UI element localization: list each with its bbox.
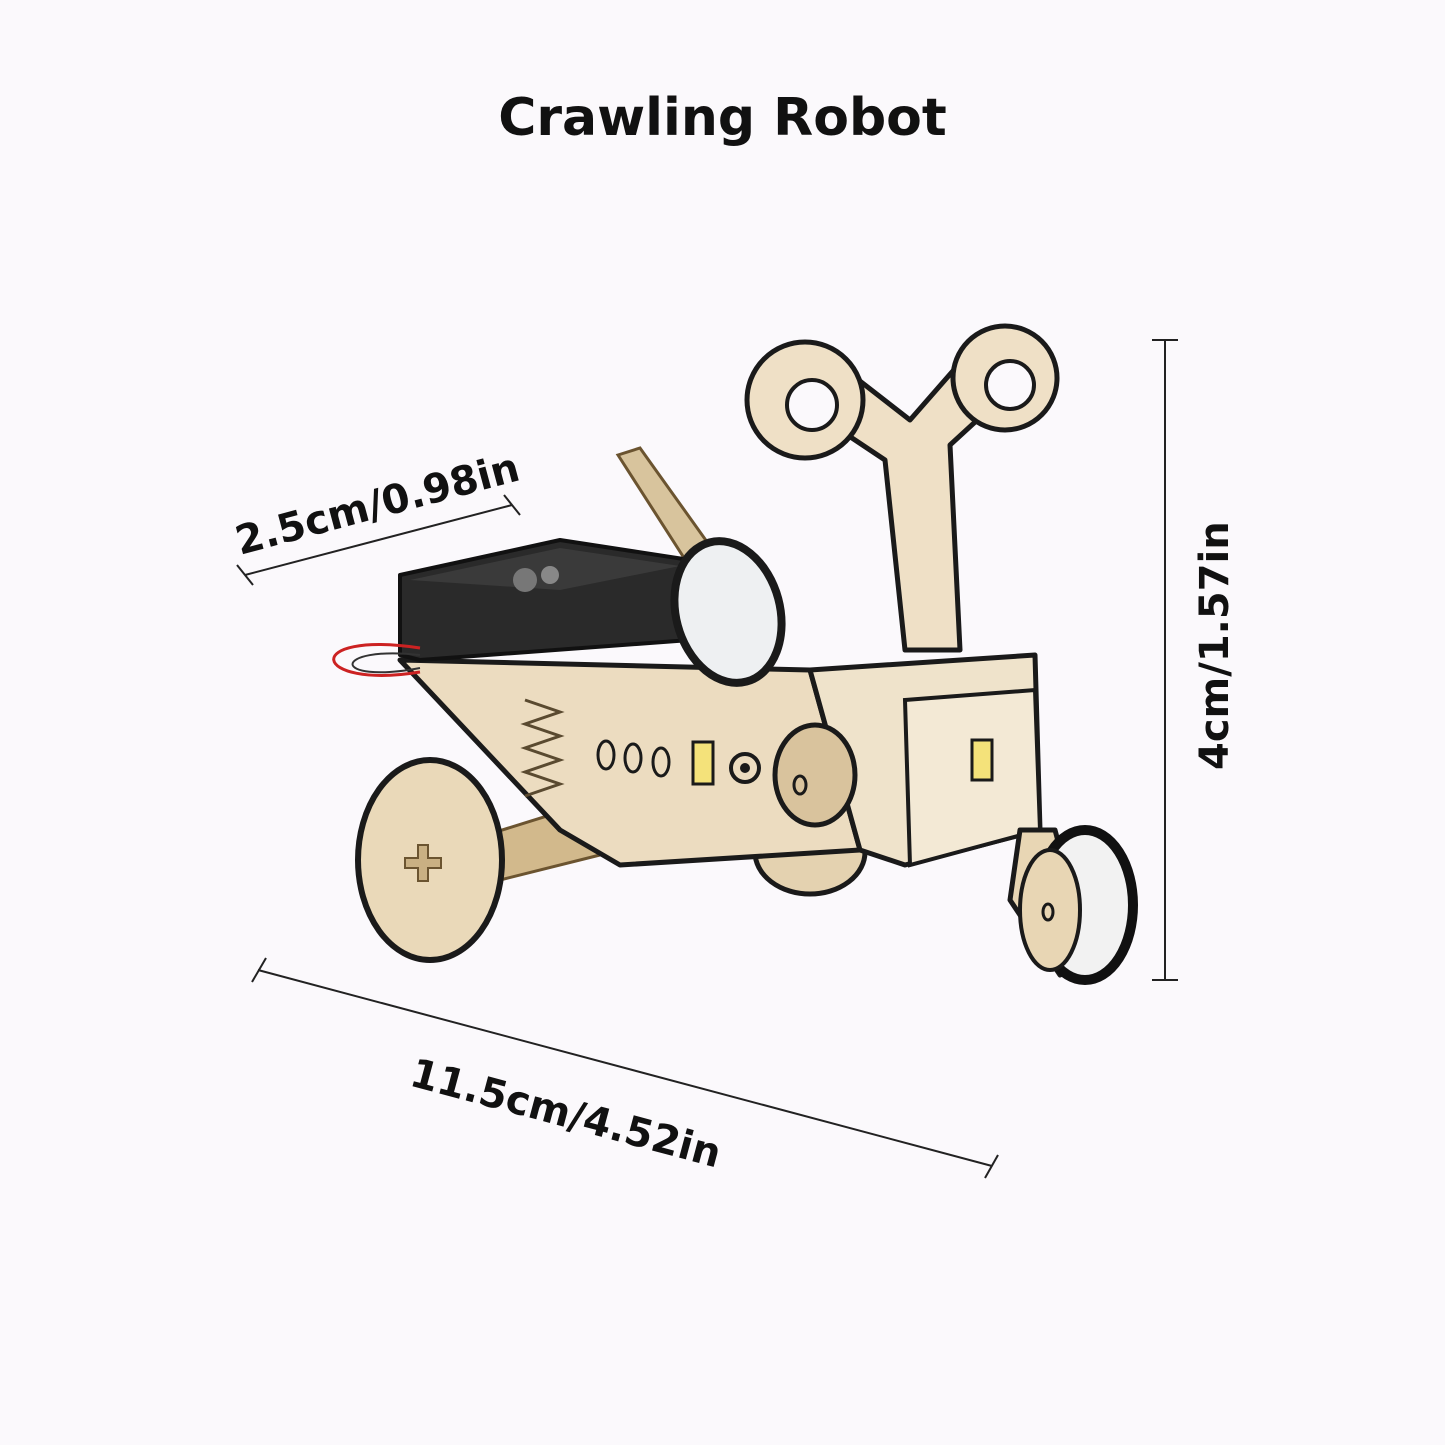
key-handle	[744, 323, 1060, 653]
length-dimension: 11.5cm/4.52in	[251, 957, 999, 1179]
led-light	[970, 738, 994, 782]
gear-icon	[729, 752, 761, 784]
height-dimension: 4cm/1.57in	[1152, 339, 1238, 981]
body-holes	[596, 739, 715, 786]
width-dimension-label: 2.5cm/0.98in	[231, 445, 525, 565]
red-wire	[332, 643, 421, 677]
black-wire	[351, 652, 421, 674]
height-dimension-label: 4cm/1.57in	[1192, 521, 1238, 770]
robot-illustration	[332, 323, 1138, 985]
spring	[520, 698, 565, 798]
rear-wheel	[355, 757, 505, 963]
length-dimension-label: 11.5cm/4.52in	[405, 1050, 726, 1177]
white-roller	[670, 537, 786, 687]
front-wheel	[1007, 825, 1138, 985]
front-box	[807, 652, 1043, 868]
battery-holder	[398, 538, 692, 662]
page-title: Crawling Robot	[498, 88, 947, 148]
crank-disc	[772, 722, 858, 828]
